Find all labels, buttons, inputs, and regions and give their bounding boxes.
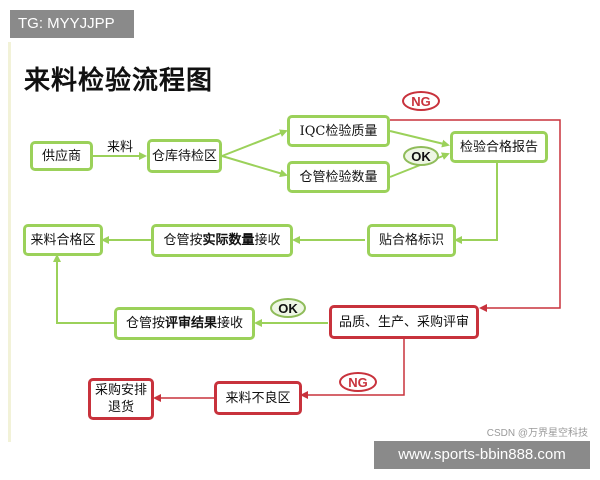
edge-warehouse-iqc bbox=[221, 129, 288, 157]
node-label-pass: 贴合格标识 bbox=[367, 224, 456, 257]
footer-url: www.sports-bbin888.com bbox=[374, 441, 590, 469]
edge-iqc-ng-review bbox=[390, 119, 561, 312]
edge-iqc-report bbox=[389, 130, 450, 148]
node-receive-actual: 仓管按实际数量接收 bbox=[151, 224, 293, 257]
node-review-receive: 仓管按评审结果接收 bbox=[114, 307, 255, 340]
node-defect-area: 来料不良区 bbox=[214, 381, 302, 415]
edge-warehouse-qty bbox=[221, 155, 288, 178]
edge-label-incoming: 来料 bbox=[107, 140, 134, 155]
node-iqc: IQC检验质量 bbox=[287, 115, 390, 147]
node-warehouse-pending: 仓库待检区 bbox=[147, 139, 222, 173]
page-title: 来料检验流程图 bbox=[24, 66, 214, 96]
ng-badge-bottom: NG bbox=[339, 372, 377, 392]
node-return: 采购安排退货 bbox=[88, 378, 154, 420]
node-review: 品质、生产、采购评审 bbox=[329, 305, 479, 339]
node-qty-check: 仓管检验数量 bbox=[287, 161, 390, 193]
ok-badge-mid: OK bbox=[403, 146, 439, 166]
node-report: 检验合格报告 bbox=[450, 131, 548, 163]
ok-badge-review: OK bbox=[270, 298, 306, 318]
edge-reviewreceive-qualified bbox=[53, 254, 114, 324]
watermark: CSDN @万界星空科技 bbox=[486, 428, 588, 439]
node-qualified-area: 来料合格区 bbox=[23, 224, 103, 256]
edge-report-label bbox=[454, 162, 498, 244]
node-supplier: 供应商 bbox=[30, 141, 93, 171]
top-tag: TG: MYYJJPP bbox=[10, 10, 134, 38]
ng-badge-top: NG bbox=[402, 91, 440, 111]
edge-review-defect bbox=[300, 338, 405, 399]
